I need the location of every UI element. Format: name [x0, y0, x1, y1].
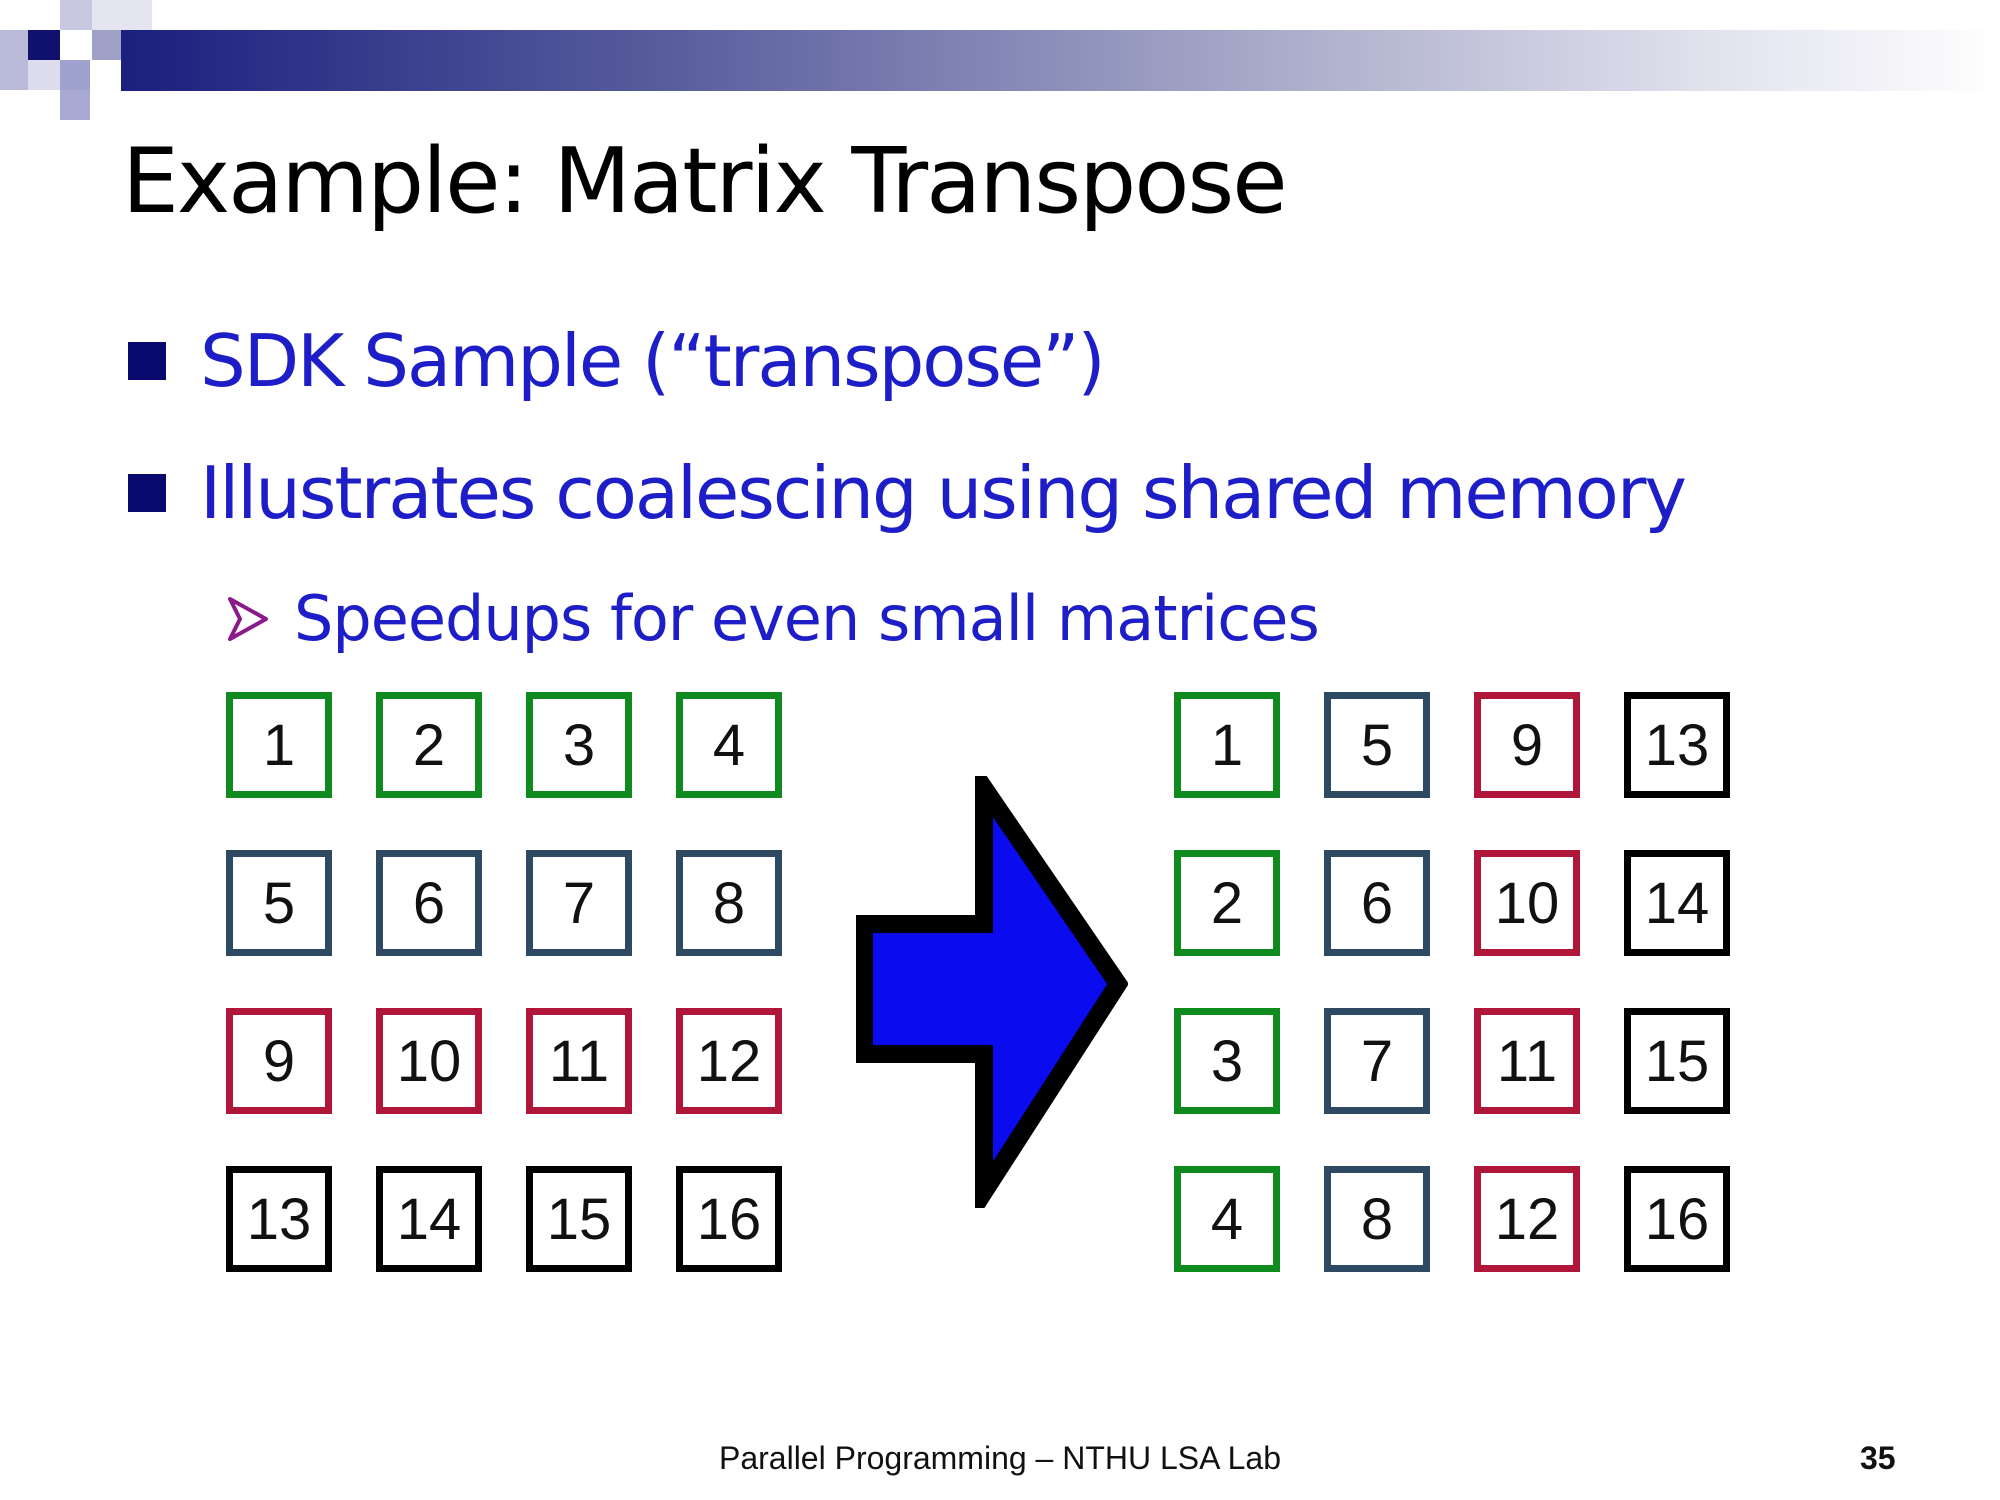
matrix-cell: 9 [1474, 692, 1580, 798]
bullet-item-2: Illustrates coalescing using shared memo… [128, 450, 1687, 536]
matrix-cell: 5 [226, 850, 332, 956]
matrix-cell: 11 [526, 1008, 632, 1114]
matrix-cell: 10 [1474, 850, 1580, 956]
page-number: 35 [1860, 1440, 1896, 1476]
matrix-cell: 6 [1324, 850, 1430, 956]
matrix-cell: 6 [376, 850, 482, 956]
matrix-cell: 4 [1174, 1166, 1280, 1272]
matrix-cell: 7 [526, 850, 632, 956]
matrix-cell: 9 [226, 1008, 332, 1114]
matrix-cell: 3 [526, 692, 632, 798]
matrix-cell: 4 [676, 692, 782, 798]
matrix-cell: 16 [676, 1166, 782, 1272]
matrix-cell: 11 [1474, 1008, 1580, 1114]
matrix-cell: 3 [1174, 1008, 1280, 1114]
matrix-cell: 5 [1324, 692, 1430, 798]
square-bullet-icon [128, 342, 166, 381]
matrix-cell: 15 [1624, 1008, 1730, 1114]
matrix-cell: 1 [1174, 692, 1280, 798]
matrix-cell: 14 [376, 1166, 482, 1272]
matrix-cell: 16 [1624, 1166, 1730, 1272]
matrix-cell: 10 [376, 1008, 482, 1114]
matrix-cell: 7 [1324, 1008, 1430, 1114]
matrix-cell: 14 [1624, 850, 1730, 956]
arrowhead-bullet-icon [228, 597, 268, 642]
matrix-cell: 8 [676, 850, 782, 956]
matrix-cell: 2 [376, 692, 482, 798]
bullet-text-2: Illustrates coalescing using shared memo… [200, 451, 1687, 535]
square-bullet-icon [128, 474, 166, 513]
matrix-cell: 8 [1324, 1166, 1430, 1272]
sub-bullet-item: Speedups for even small matrices [226, 582, 1320, 656]
sub-bullet-text: Speedups for even small matrices [294, 582, 1320, 655]
header-gradient-bar [121, 30, 2000, 91]
matrix-cell: 1 [226, 692, 332, 798]
right-arrow-icon [856, 776, 1128, 1208]
bullet-item-1: SDK Sample (“transpose”) [128, 318, 1106, 404]
matrix-cell: 2 [1174, 850, 1280, 956]
matrix-cell: 13 [1624, 692, 1730, 798]
matrix-cell: 13 [226, 1166, 332, 1272]
slide-title: Example: Matrix Transpose [122, 129, 1288, 234]
matrix-cell: 15 [526, 1166, 632, 1272]
matrix-cell: 12 [676, 1008, 782, 1114]
slide-footer: Parallel Programming – NTHU LSA Lab [718, 1440, 1281, 1476]
bullet-text-1: SDK Sample (“transpose”) [200, 319, 1106, 403]
matrix-cell: 12 [1474, 1166, 1580, 1272]
